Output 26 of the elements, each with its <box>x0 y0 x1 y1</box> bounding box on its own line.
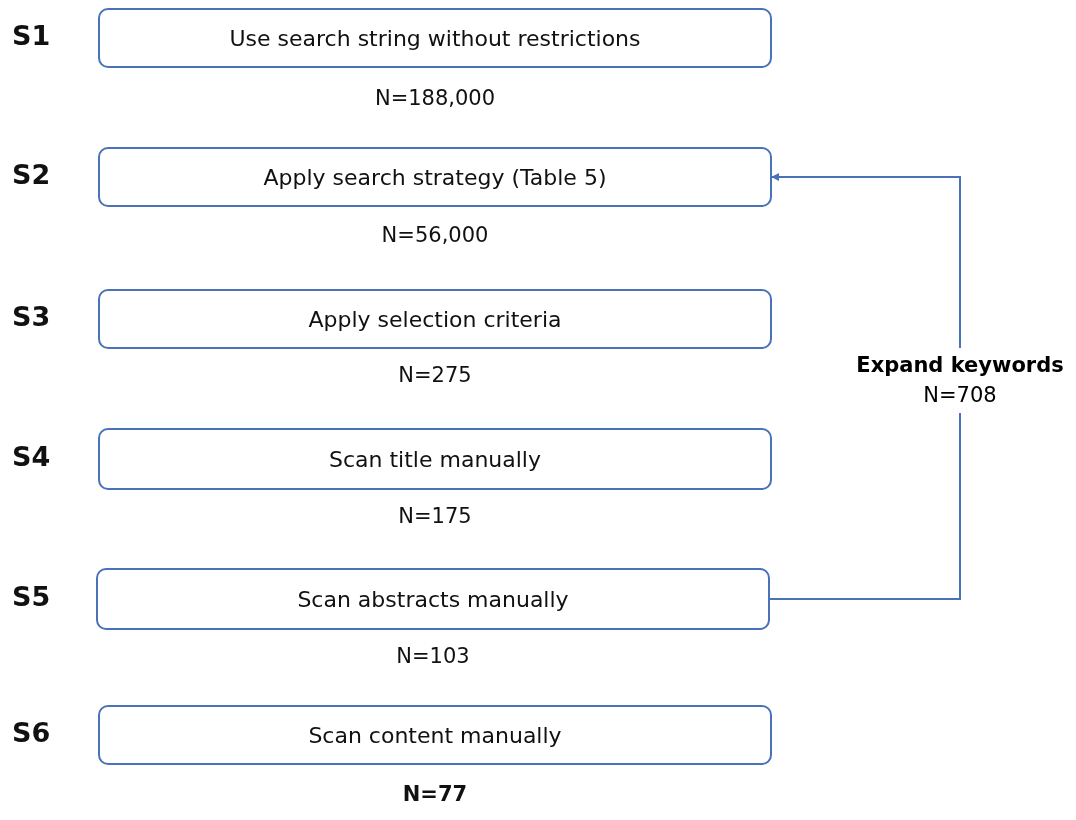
step-text: Apply search strategy (Table 5) <box>263 164 607 190</box>
process-box <box>98 705 772 765</box>
count-label: N=188,000 <box>374 86 496 110</box>
step-text: Use search string without restrictions <box>229 25 641 51</box>
step-label: S4 <box>12 441 51 472</box>
step-label: S5 <box>12 581 51 612</box>
step-text: Scan content manually <box>308 722 562 748</box>
count-label: N=275 <box>398 363 472 387</box>
process-box <box>98 8 772 68</box>
step-text: Apply selection criteria <box>308 306 562 332</box>
step-label: S2 <box>12 159 51 190</box>
step-text: Scan abstracts manually <box>297 586 569 612</box>
count-label: N=77 <box>402 782 468 806</box>
count-label: N=56,000 <box>381 223 489 247</box>
process-box <box>96 568 770 630</box>
feedback-arrow <box>769 173 961 600</box>
count-label: N=103 <box>396 644 470 668</box>
step-label: S6 <box>12 717 51 748</box>
process-box <box>98 289 772 349</box>
step-label: S3 <box>12 301 51 332</box>
process-box <box>98 428 772 490</box>
process-box <box>98 147 772 207</box>
step-label: S1 <box>12 20 51 51</box>
count-label: N=175 <box>398 504 472 528</box>
step-text: Scan title manually <box>329 446 541 472</box>
edge-label: Expand keywords N=708 <box>856 348 1064 413</box>
